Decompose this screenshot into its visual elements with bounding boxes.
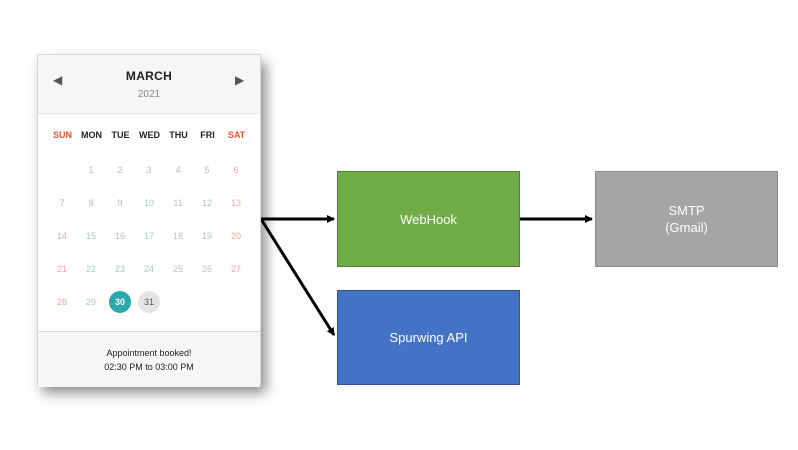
year-label: 2021 xyxy=(137,89,161,100)
weekday-sat: SAT xyxy=(227,130,246,140)
webhook-label: WebHook xyxy=(400,211,457,227)
calendar-day-21[interactable]: 21 xyxy=(56,264,67,274)
calendar-day-27[interactable]: 27 xyxy=(230,264,241,274)
calendar-day-25[interactable]: 25 xyxy=(172,264,183,274)
calendar-day-30[interactable]: 30 xyxy=(109,291,131,313)
smtp-gmail-node: SMTP (Gmail) xyxy=(595,171,778,267)
calendar-day-15[interactable]: 15 xyxy=(85,231,96,241)
calendar-day-28[interactable]: 28 xyxy=(56,297,67,307)
calendar-header: ◀ MARCH 2021 ▶ xyxy=(38,55,260,114)
weekday-thu: THU xyxy=(169,130,188,140)
weekday-tue: TUE xyxy=(111,130,130,140)
spurwing-api-node: Spurwing API xyxy=(337,290,520,385)
calendar-day-2[interactable]: 2 xyxy=(117,165,123,175)
calendar-day-26[interactable]: 26 xyxy=(201,264,212,274)
calendar-day-4[interactable]: 4 xyxy=(175,165,181,175)
booking-status-panel: Appointment booked! 02:30 PM to 03:00 PM xyxy=(38,331,260,387)
calendar-day-5[interactable]: 5 xyxy=(204,165,210,175)
right-triangle-icon[interactable]: ▶ xyxy=(235,73,245,87)
calendar-day-14[interactable]: 14 xyxy=(56,231,67,241)
calendar-day-18[interactable]: 18 xyxy=(172,231,183,241)
calendar-day-12[interactable]: 12 xyxy=(201,198,212,208)
calendar-day-3[interactable]: 3 xyxy=(146,165,152,175)
calendar-widget: ◀ MARCH 2021 ▶ SUN MON TUE WED THU FRI S… xyxy=(37,54,261,387)
weekday-header-row: SUN MON TUE WED THU FRI SAT xyxy=(48,130,252,144)
spurwing-api-label: Spurwing API xyxy=(389,330,468,345)
left-triangle-icon[interactable]: ◀ xyxy=(53,73,63,87)
booking-status-message: Appointment booked! xyxy=(106,348,192,358)
calendar-day-17[interactable]: 17 xyxy=(143,231,154,241)
weekday-fri: FRI xyxy=(200,130,215,140)
calendar-day-10[interactable]: 10 xyxy=(143,198,154,208)
weekday-mon: MON xyxy=(81,130,102,140)
month-label: MARCH xyxy=(125,69,173,83)
calendar-day-16[interactable]: 16 xyxy=(114,231,125,241)
calendar-day-11[interactable]: 11 xyxy=(173,198,183,208)
calendar-day-9[interactable]: 9 xyxy=(117,198,123,208)
weekday-sun: SUN xyxy=(52,130,72,140)
weekday-wed: WED xyxy=(139,130,160,140)
calendar-day-20[interactable]: 20 xyxy=(230,231,241,241)
smtp-label: SMTP xyxy=(668,203,705,218)
calendar-day-23[interactable]: 23 xyxy=(114,264,125,274)
calendar-day-7[interactable]: 7 xyxy=(59,198,65,208)
booking-time-range: 02:30 PM to 03:00 PM xyxy=(104,362,194,372)
calendar-day-19[interactable]: 19 xyxy=(201,231,212,241)
calendar-day-8[interactable]: 8 xyxy=(88,198,94,208)
calendar-day-22[interactable]: 22 xyxy=(85,264,96,274)
calendar-day-1[interactable]: 1 xyxy=(88,165,94,175)
calendar-day-6[interactable]: 6 xyxy=(233,165,239,175)
calendar-day-29[interactable]: 29 xyxy=(85,297,96,307)
calendar-day-31[interactable]: 31 xyxy=(138,291,160,313)
calendar-day-13[interactable]: 13 xyxy=(230,198,241,208)
gmail-label: (Gmail) xyxy=(665,220,708,235)
calendar-day-24[interactable]: 24 xyxy=(143,264,154,274)
arrow-calendar-to-spurwing xyxy=(259,218,336,336)
webhook-node: WebHook xyxy=(337,171,520,267)
